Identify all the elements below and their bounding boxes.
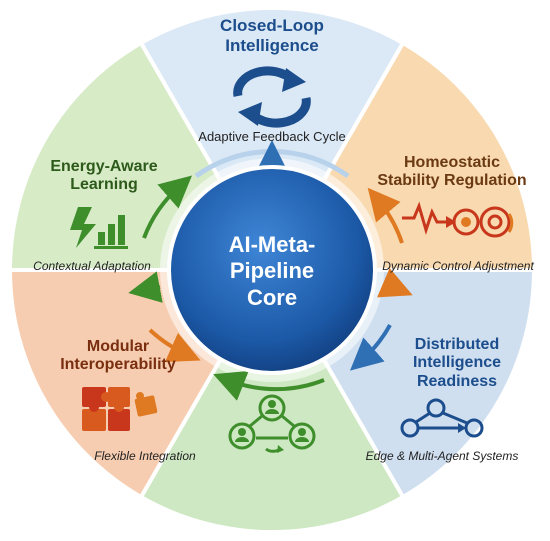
modular-title-line1: Modular <box>86 338 150 355</box>
distributed-title-line2: Intelligence <box>412 354 502 372</box>
distributed-subtitle: Edge & Multi-Agent Systems <box>365 449 519 463</box>
homeostatic-subtitle: Dynamic Control Adjustment <box>382 259 534 273</box>
core-label-line1: AI-Meta- <box>228 232 316 257</box>
core-label-line2: Pipeline <box>229 258 315 284</box>
cycle-arrows-icon <box>233 66 311 128</box>
homeostatic-title-line1: Homeostatic <box>403 154 501 171</box>
closed-loop-title: Closed-Loop Intelligence <box>172 16 372 55</box>
distributed-title-line3: Readiness <box>416 372 498 390</box>
agent-collaboration-icon <box>228 394 316 453</box>
distributed-title: Distributed Intelligence Readiness <box>382 336 532 391</box>
core-label: AI-Meta- Pipeline Core <box>172 232 372 311</box>
arrow-bottom <box>213 371 325 401</box>
core-label-line3: Core <box>246 284 298 310</box>
heartbeat-gears-icon <box>402 201 514 238</box>
puzzle-icon <box>82 387 158 431</box>
modular-title-line2: Interoperability <box>60 356 176 374</box>
core-circle <box>167 165 377 375</box>
homeostatic-title-line2: Stability Regulation <box>377 172 527 190</box>
segment-closed-loop <box>138 5 406 275</box>
energy-bars-icon <box>70 207 128 249</box>
closed-loop-title-line2: Intelligence <box>225 35 319 55</box>
energy-subtitle: Contextual Adaptation <box>33 259 151 273</box>
closed-loop-subtitle: Adaptive Feedback Cycle <box>198 129 346 144</box>
energy-title: Energy-Aware Learning <box>24 158 184 195</box>
homeostatic-title: Homeostatic Stability Regulation <box>362 154 542 191</box>
arrow-right <box>376 267 413 298</box>
modular-title: Modular Interoperability <box>38 338 198 375</box>
arrow-left <box>128 271 163 303</box>
arrow-modular <box>148 328 201 363</box>
modular-subtitle: Flexible Integration <box>94 449 196 463</box>
arrow-homeostatic <box>367 187 404 244</box>
arrow-energy <box>142 175 193 239</box>
network-nodes-icon <box>400 398 484 438</box>
arrow-distributed <box>350 324 392 371</box>
energy-title-line1: Energy-Aware <box>50 158 158 175</box>
closed-loop-title-line1: Closed-Loop <box>220 16 324 35</box>
energy-title-line2: Learning <box>70 176 138 194</box>
distributed-title-line1: Distributed <box>414 336 500 353</box>
